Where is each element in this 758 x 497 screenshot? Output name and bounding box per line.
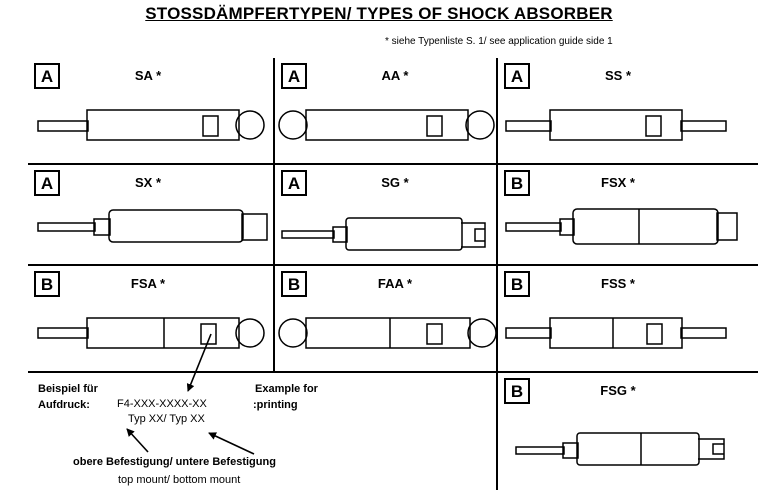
cell-sa: A SA * (28, 58, 268, 158)
type-letter-badge: B (504, 271, 530, 297)
grid-hline-2 (28, 264, 758, 266)
type-letter-badge: A (281, 63, 307, 89)
fsa-shock-absorber-drawing (37, 317, 265, 349)
type-label: SS * (604, 68, 631, 83)
cell-fss: B FSS * (498, 266, 738, 366)
grid-hline-3 (28, 371, 758, 373)
example-en-title-line1: Example for (255, 383, 318, 395)
faa-shock-absorber-drawing (278, 317, 497, 349)
type-label: FAA * (377, 276, 413, 291)
grid-vline-2 (496, 58, 498, 490)
cell-aa: A AA * (275, 58, 515, 158)
cell-sx: A SX * (28, 165, 268, 265)
sg-shock-absorber-drawing (281, 217, 486, 251)
application-guide-note: * siehe Typenliste S. 1/ see application… (385, 36, 613, 47)
fss-shock-absorber-drawing (505, 317, 727, 349)
type-label: SX * (134, 175, 161, 190)
example-en-title-line2: :printing (253, 399, 298, 411)
example-print-typ: Typ XX/ Typ XX (128, 413, 205, 425)
type-label: FSG * (600, 383, 636, 398)
grid-vline-1 (273, 58, 275, 373)
sa-shock-absorber-drawing (37, 109, 265, 141)
cell-sg: A SG * (275, 165, 515, 265)
example-de-title-line1: Beispiel für (38, 383, 98, 395)
arrow-mount-to-typ-right (208, 432, 255, 455)
arrow-print-to-label (186, 333, 212, 392)
type-letter-badge: A (281, 170, 307, 196)
type-label: FSA * (130, 276, 166, 291)
mount-description-en: top mount/ bottom mount (118, 474, 241, 486)
type-label: SG * (381, 175, 409, 190)
example-print-code: F4-XXX-XXXX-XX (117, 398, 207, 410)
cell-fsa: B FSA * (28, 266, 268, 366)
type-letter-badge: B (281, 271, 307, 297)
cell-fsx: B FSX * (498, 165, 738, 265)
fsx-shock-absorber-drawing (505, 208, 738, 245)
type-letter-badge: B (504, 378, 530, 404)
fsg-shock-absorber-drawing (515, 432, 725, 466)
sx-shock-absorber-drawing (37, 209, 268, 243)
example-de-title-line2: Aufdruck: (38, 399, 90, 411)
grid-hline-1 (28, 163, 758, 165)
arrow-mount-to-typ-left (126, 428, 149, 453)
type-letter-badge: B (34, 271, 60, 297)
type-label: FSS * (601, 276, 635, 291)
cell-faa: B FAA * (275, 266, 515, 366)
type-letter-badge: B (504, 170, 530, 196)
type-letter-badge: A (34, 170, 60, 196)
cell-fsg: B FSG * (498, 373, 738, 490)
page-title: STOSSDÄMPFERTYPEN/ TYPES OF SHOCK ABSORB… (145, 4, 613, 23)
type-label: FSX * (601, 175, 635, 190)
cell-ss: A SS * (498, 58, 738, 158)
type-label: AA * (381, 68, 409, 83)
mount-description-de: obere Befestigung/ untere Befestigung (73, 456, 276, 468)
aa-shock-absorber-drawing (278, 109, 495, 141)
type-letter-badge: A (504, 63, 530, 89)
ss-shock-absorber-drawing (505, 109, 727, 141)
type-letter-badge: A (34, 63, 60, 89)
type-label: SA * (134, 68, 162, 83)
